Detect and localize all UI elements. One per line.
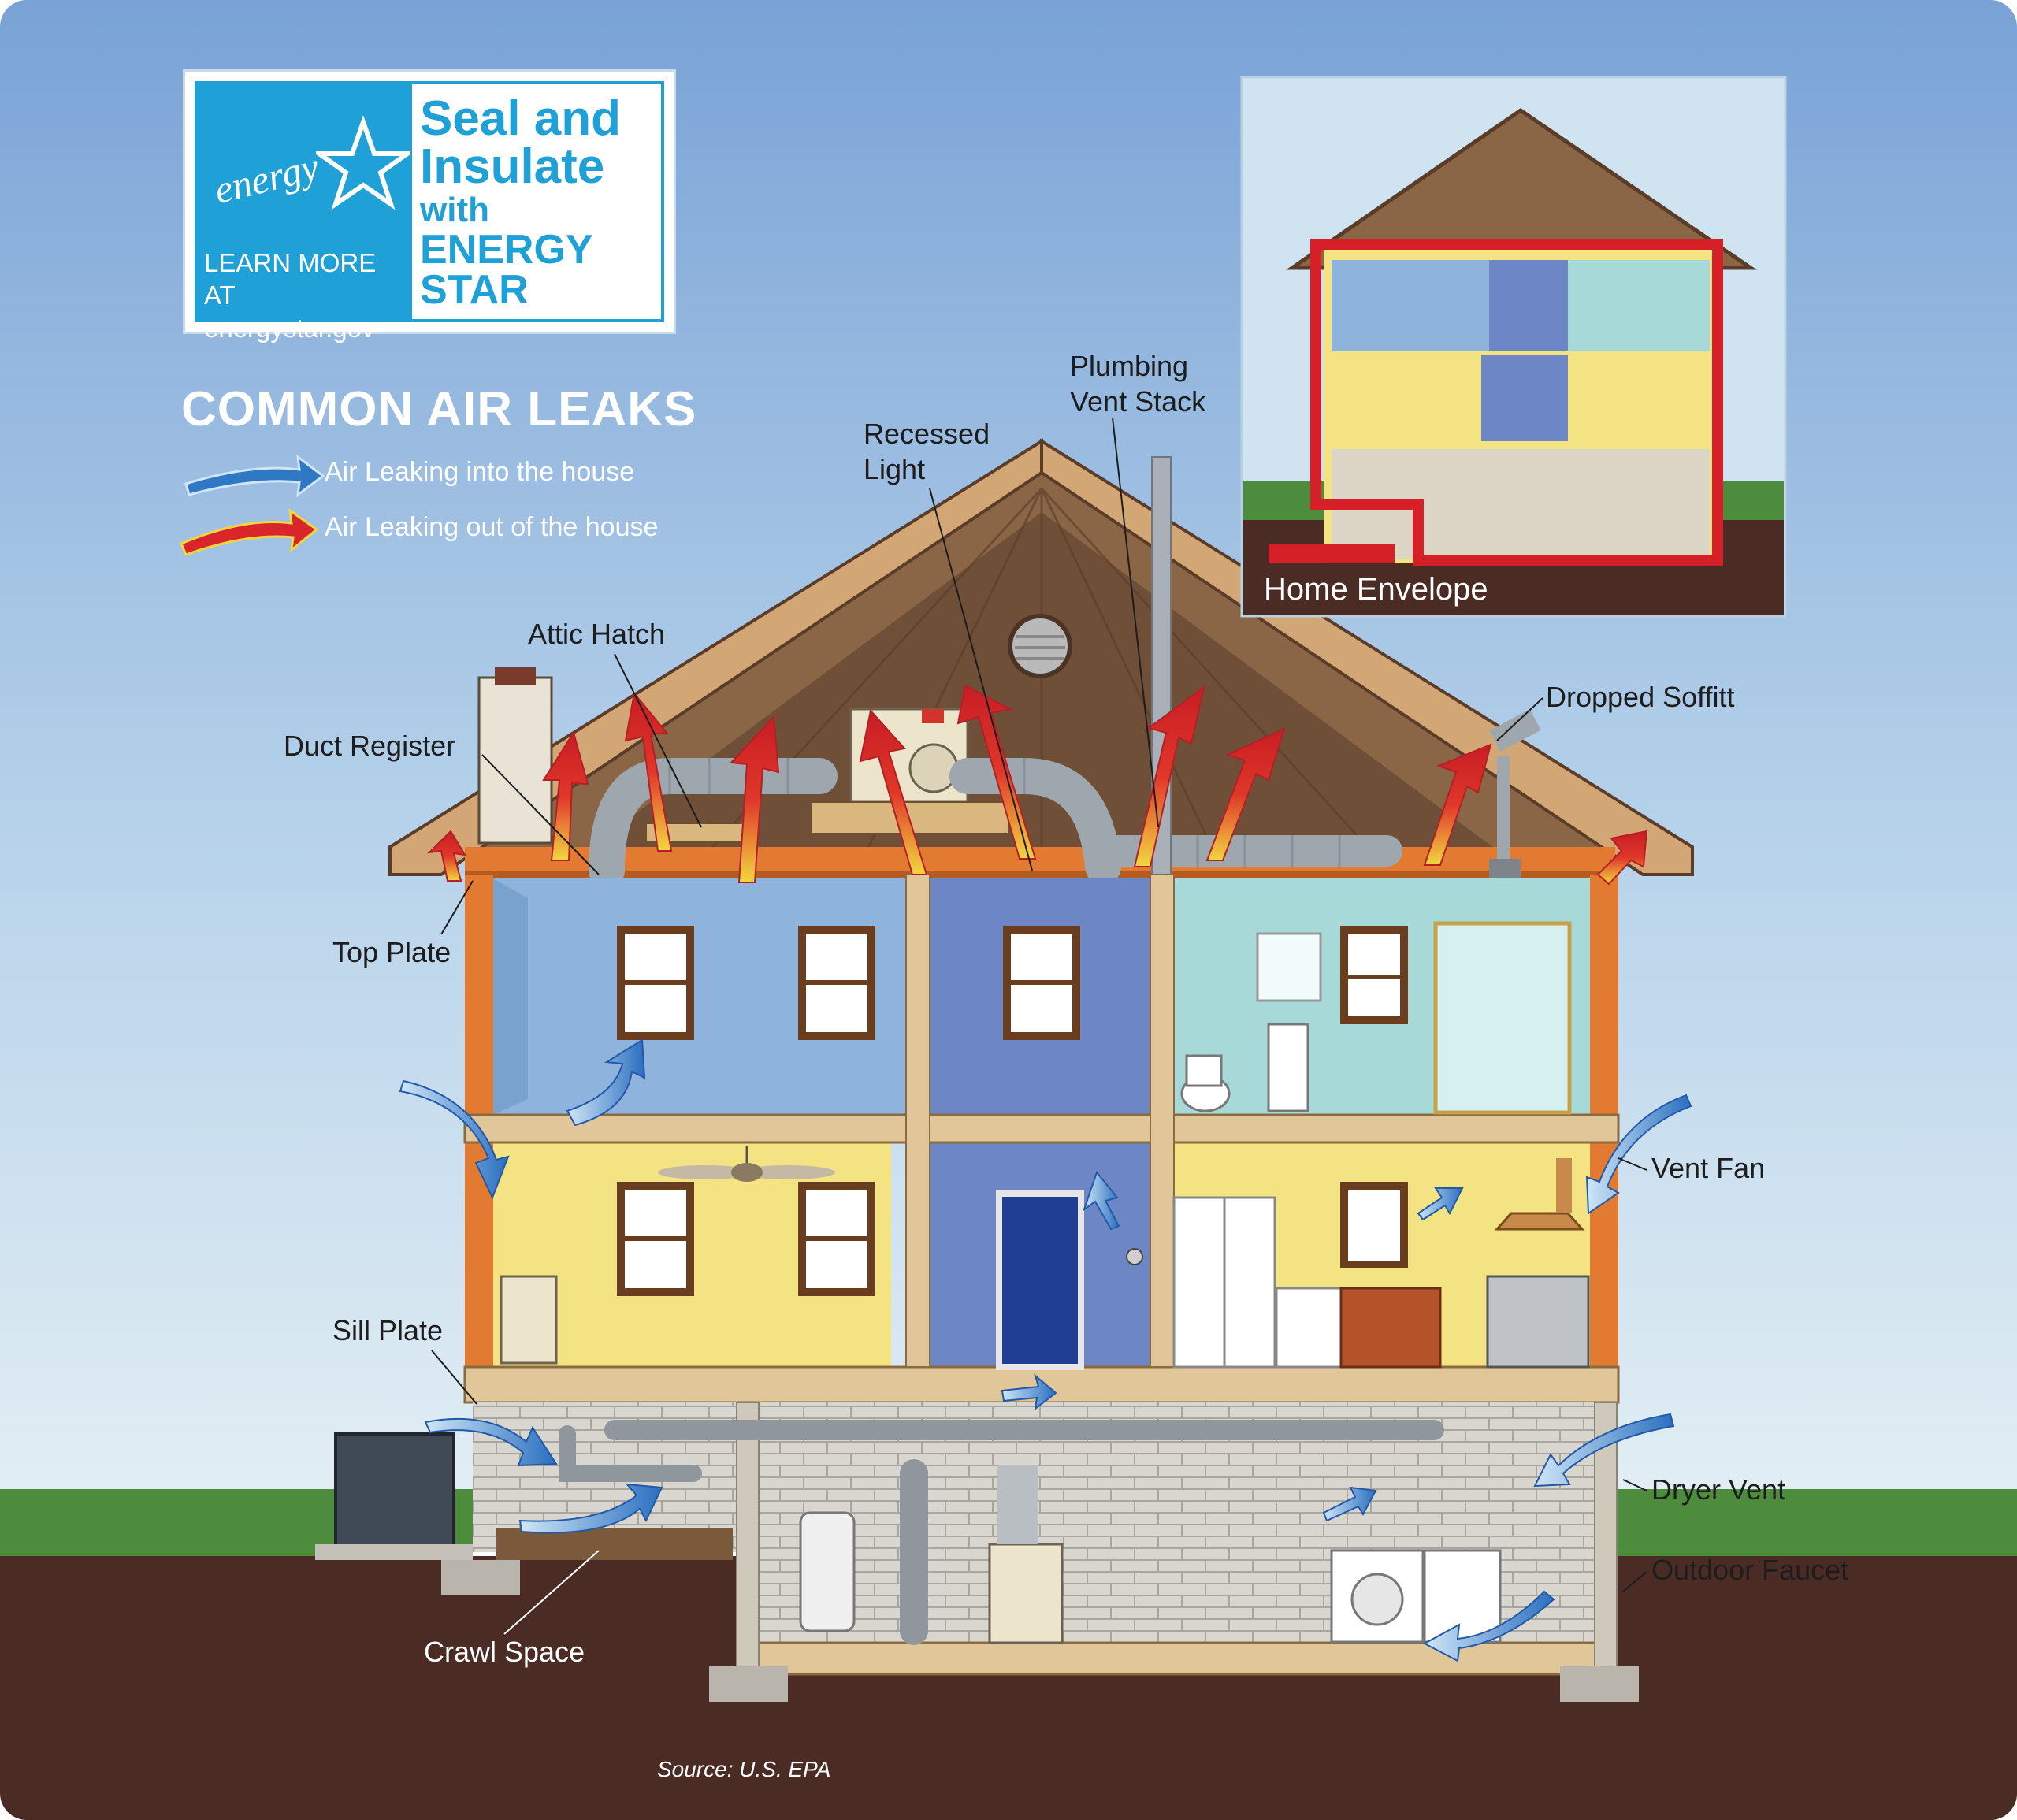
title-line1: Seal and bbox=[420, 91, 621, 146]
top-plate-label: Top Plate bbox=[332, 936, 451, 968]
vent-fan-label: Vent Fan bbox=[1651, 1152, 1766, 1184]
duct-register-label: Duct Register bbox=[284, 730, 456, 762]
dishwasher bbox=[1275, 1287, 1343, 1369]
plumbing-line2: Vent Stack bbox=[1070, 385, 1206, 418]
logo-title: Seal and Insulate with ENERGY STAR bbox=[420, 95, 661, 310]
kitchen-cabinet bbox=[1339, 1287, 1442, 1369]
outdoor-ac-unit bbox=[334, 1432, 455, 1547]
bath-sink bbox=[1267, 1023, 1309, 1112]
dryer bbox=[1423, 1549, 1502, 1644]
legend-title: COMMON AIR LEAKS bbox=[181, 382, 697, 436]
title-line3: with bbox=[420, 190, 489, 229]
recessed-light-label: Recessed Light bbox=[864, 416, 990, 487]
crawl-space-label: Crawl Space bbox=[424, 1636, 585, 1668]
plumbing-vent-stack-label: Plumbing Vent Stack bbox=[1070, 348, 1205, 419]
floor-2f bbox=[463, 1113, 1620, 1144]
home-envelope-inset bbox=[1240, 76, 1787, 618]
legend-item-out: Air Leaking out of the house bbox=[325, 512, 659, 542]
crawl-space-floor bbox=[496, 1528, 733, 1560]
chimney-cap bbox=[495, 667, 536, 685]
logo-frame: energy LEARN MORE AT energystar.gov Seal… bbox=[195, 81, 664, 343]
attic-hatch-label: Attic Hatch bbox=[528, 618, 666, 650]
leak-in-arrows bbox=[399, 1038, 1692, 1662]
legend-arrow-out bbox=[180, 507, 319, 556]
shower bbox=[1433, 921, 1572, 1115]
dropped-soffit-label: Dropped Soffitt bbox=[1546, 681, 1735, 713]
title-line2: Insulate bbox=[420, 139, 605, 194]
home-envelope-label: Home Envelope bbox=[1264, 572, 1488, 607]
website-text[interactable]: energystar.gov bbox=[204, 313, 375, 343]
legend-arrow-in bbox=[184, 454, 325, 498]
logo-blue-panel: energy LEARN MORE AT energystar.gov bbox=[198, 84, 412, 343]
legend-item-in: Air Leaking into the house bbox=[325, 457, 635, 487]
soil-right bbox=[1584, 1631, 2017, 1820]
source-credit: Source: U.S. EPA bbox=[657, 1757, 831, 1781]
hall-door bbox=[996, 1190, 1084, 1370]
energy-star-logo: energy LEARN MORE AT energystar.gov Seal… bbox=[183, 69, 676, 343]
outdoor-faucet-label: Outdoor Faucet bbox=[1651, 1554, 1849, 1586]
plumbing-line1: Plumbing bbox=[1070, 350, 1189, 382]
bath-mirror bbox=[1256, 932, 1322, 1002]
sill-plate-label: Sill Plate bbox=[332, 1314, 444, 1346]
recessed-light-line2: Light bbox=[864, 453, 926, 485]
learn-more-text: LEARN MORE AT bbox=[204, 248, 377, 310]
star-icon bbox=[316, 116, 410, 210]
stove bbox=[1486, 1275, 1590, 1369]
range-hood bbox=[1494, 1212, 1585, 1231]
recessed-light-line1: Recessed bbox=[864, 418, 990, 450]
window-muntins bbox=[621, 975, 1404, 1241]
title-line4: ENERGY STAR bbox=[420, 226, 592, 313]
ceiling-fan bbox=[658, 1146, 835, 1182]
furnace bbox=[988, 1543, 1064, 1644]
wall-ac bbox=[500, 1275, 558, 1365]
basement-floor bbox=[739, 1641, 1618, 1676]
basement-ducts bbox=[559, 1420, 1444, 1645]
logo-learn-more: LEARN MORE AT energystar.gov bbox=[204, 247, 412, 344]
chimney bbox=[477, 676, 553, 845]
energy-script: energy bbox=[210, 143, 323, 213]
water-heater bbox=[799, 1511, 856, 1632]
dryer-vent-label: Dryer Vent bbox=[1651, 1473, 1786, 1506]
